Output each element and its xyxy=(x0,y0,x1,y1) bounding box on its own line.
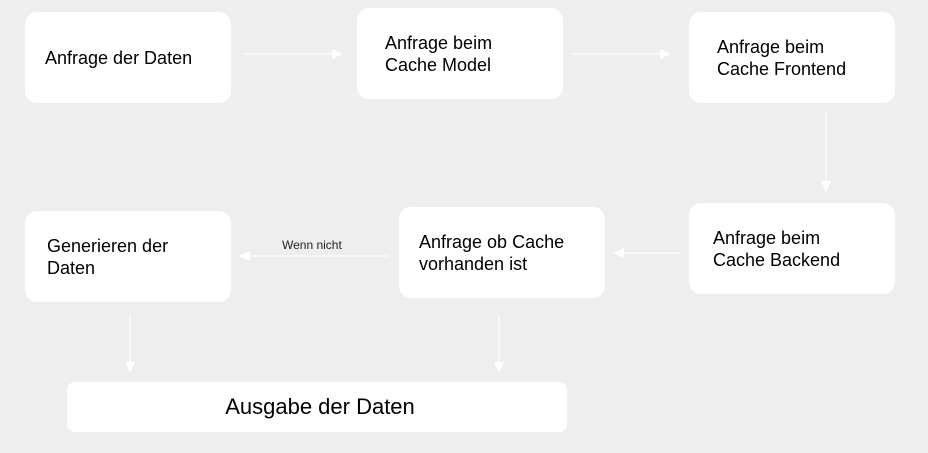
node-generate-data-label: Generieren der Daten xyxy=(47,235,169,278)
node-cache-frontend: Anfrage beim Cache Frontend xyxy=(689,12,895,103)
node-cache-exists: Anfrage ob Cache vorhanden ist xyxy=(399,207,605,298)
edge-label-if-not: Wenn nicht xyxy=(282,238,342,252)
node-cache-model-label: Anfrage beim Cache Model xyxy=(385,32,493,75)
node-generate-data: Generieren der Daten xyxy=(25,211,231,302)
node-request-data-label: Anfrage der Daten xyxy=(45,47,193,68)
node-cache-backend-label: Anfrage beim Cache Backend xyxy=(713,227,841,270)
node-cache-model: Anfrage beim Cache Model xyxy=(357,8,563,99)
node-output-data-label: Ausgabe der Daten xyxy=(225,394,415,419)
node-output-data: Ausgabe der Daten xyxy=(67,382,567,432)
node-request-data: Anfrage der Daten xyxy=(25,12,231,103)
node-cache-exists-label: Anfrage ob Cache vorhanden ist xyxy=(419,231,565,274)
node-cache-frontend-label: Anfrage beim Cache Frontend xyxy=(717,36,847,79)
node-cache-backend: Anfrage beim Cache Backend xyxy=(689,203,895,294)
